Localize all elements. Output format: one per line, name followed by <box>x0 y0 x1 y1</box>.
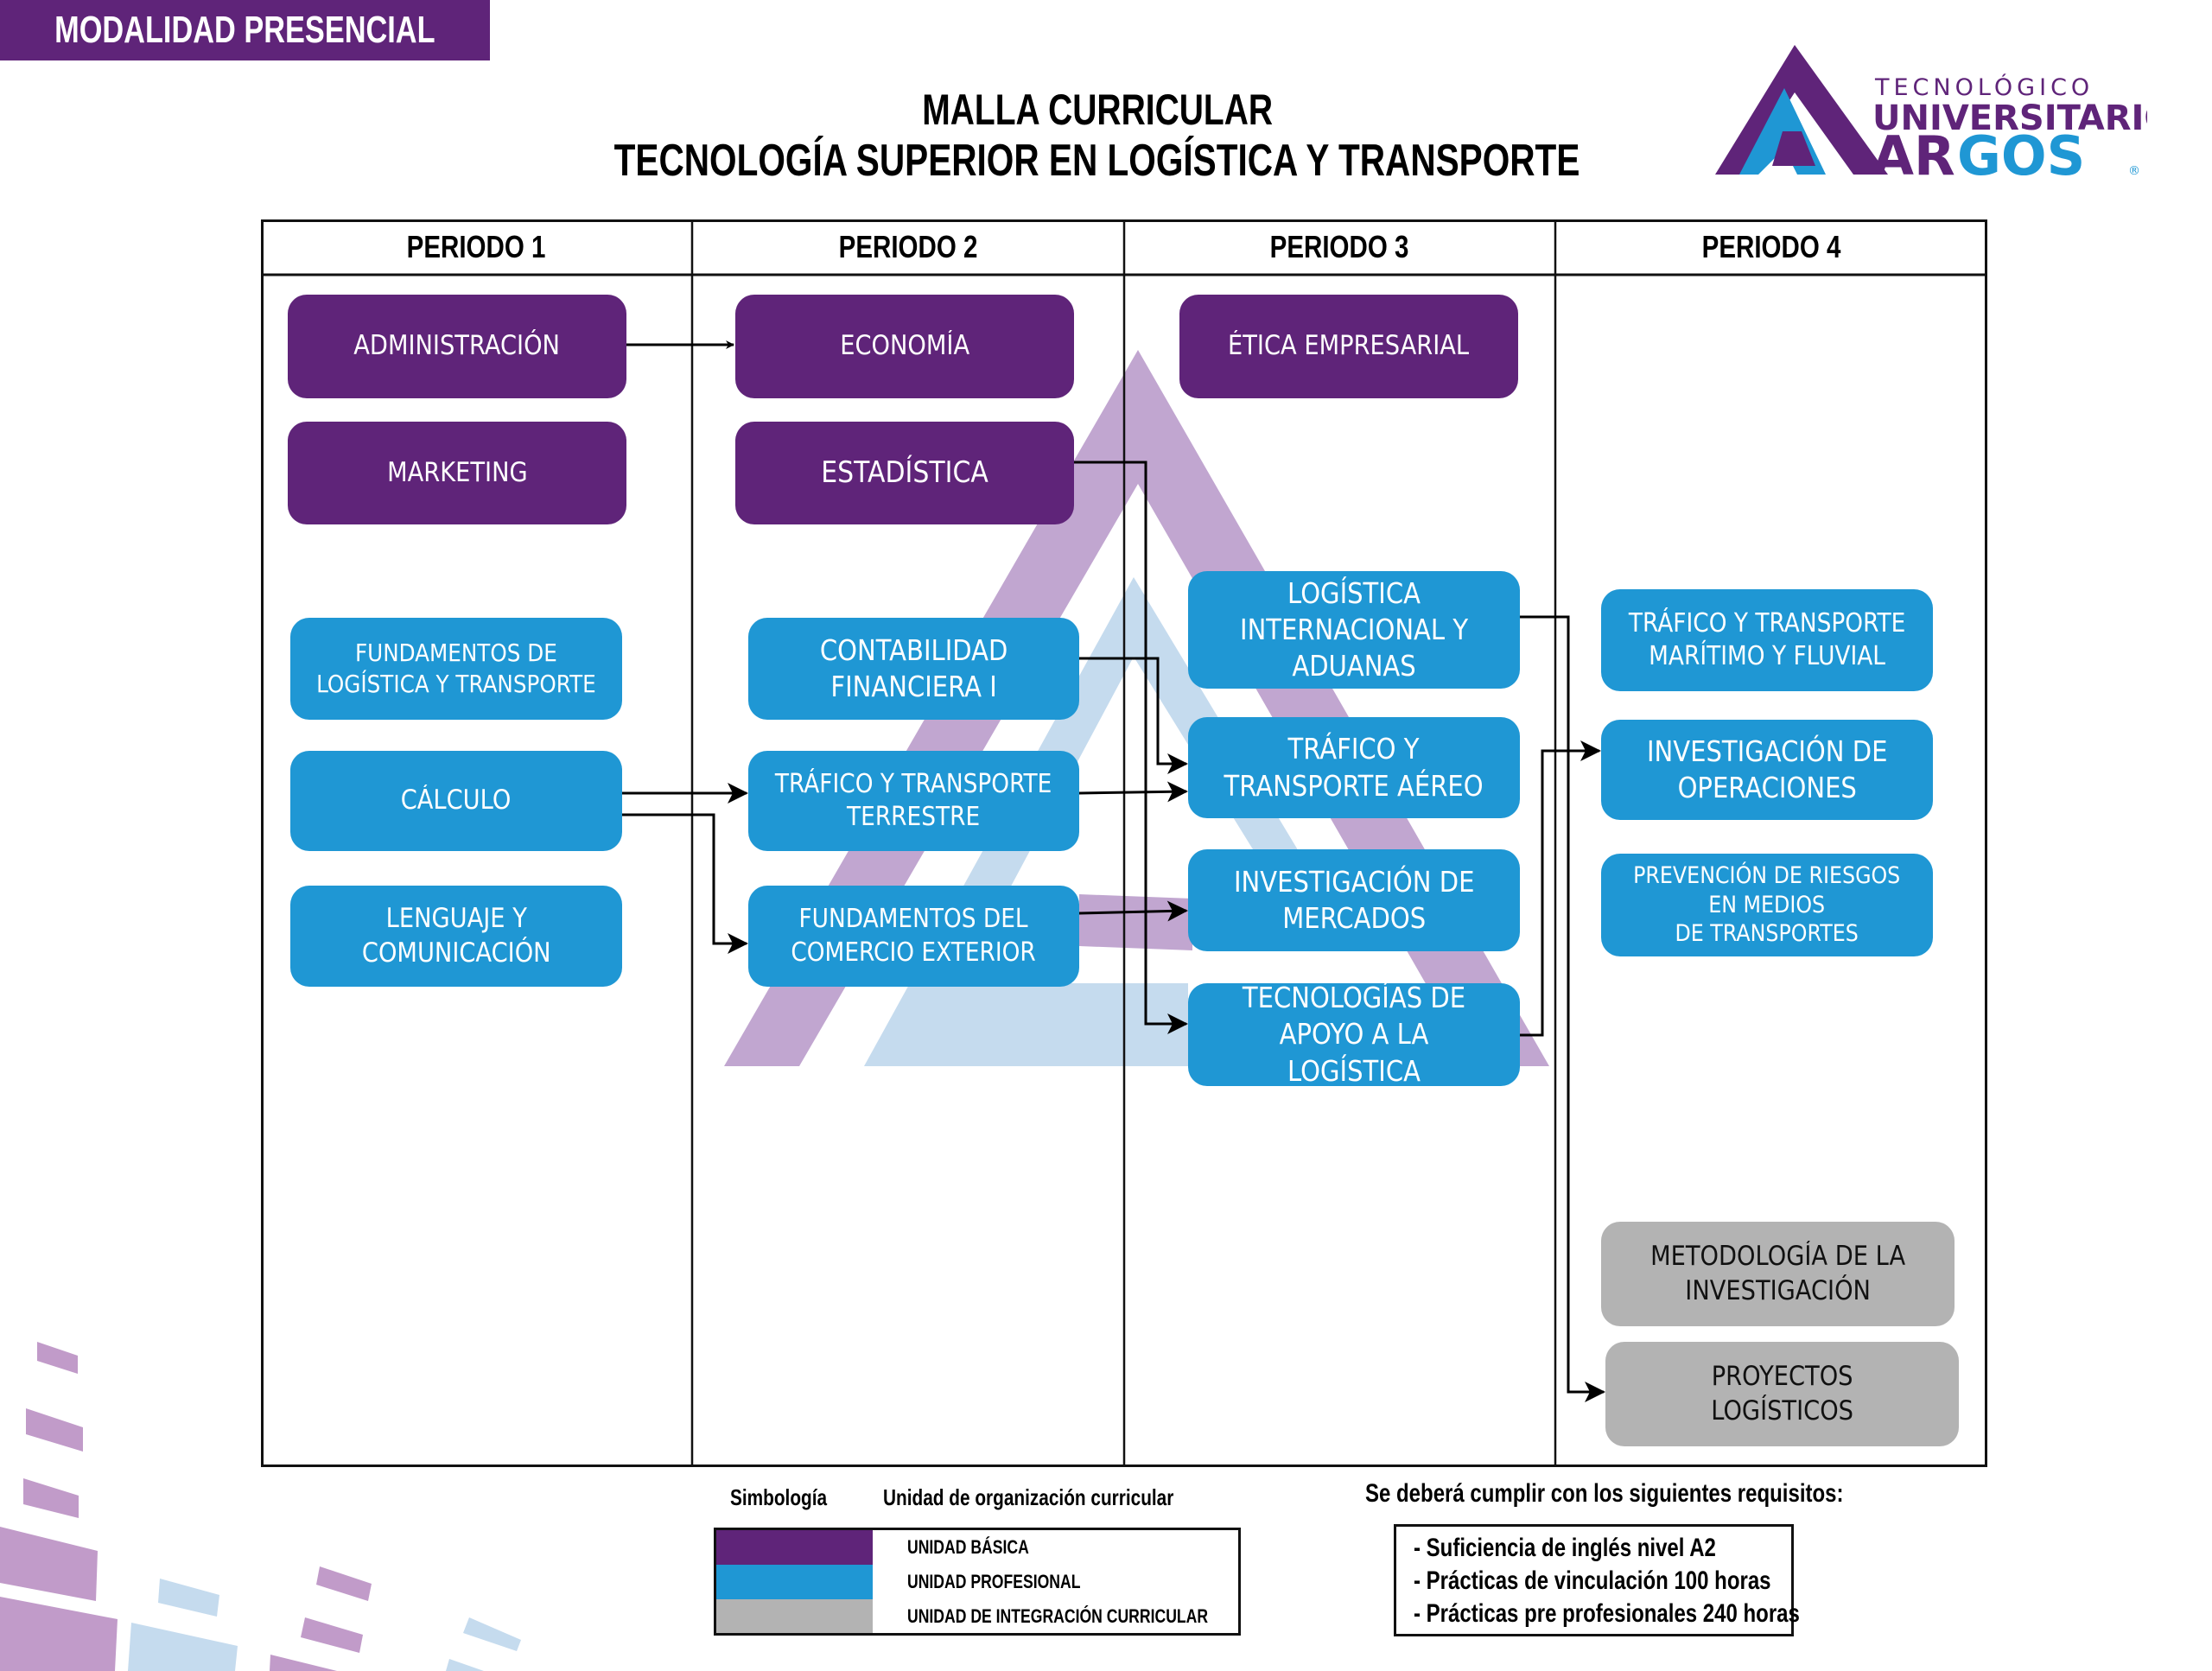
subject-label: ECONOMÍA <box>840 330 969 362</box>
subject-calculo[interactable]: CÁLCULO <box>290 751 622 851</box>
subject-label: ADMINISTRACIÓN <box>353 330 561 362</box>
logo-brand-ar: AR <box>1872 124 1955 183</box>
subject-label: ESTADÍSTICA <box>821 454 988 490</box>
requirements-title-text: Se deberá cumplir con los siguientes req… <box>1365 1479 1844 1508</box>
legend-label-basic: UNIDAD BÁSICA <box>907 1530 1059 1565</box>
period-label: PERIODO 4 <box>1701 229 1841 264</box>
requirement-text: - Prácticas de vinculación 100 horas <box>1414 1566 1771 1595</box>
subject-label: TRÁFICO Y TRANSPORTE TERRESTRE <box>775 768 1052 832</box>
subject-label: PROYECTOS LOGÍSTICOS <box>1711 1360 1853 1426</box>
subject-label: INVESTIGACIÓN DE OPERACIONES <box>1646 734 1888 804</box>
subject-marketing[interactable]: MARKETING <box>288 422 626 524</box>
subject-logistica-internacional[interactable]: LOGÍSTICA INTERNACIONAL Y ADUANAS <box>1188 571 1520 689</box>
subject-label: TECNOLOGÍAS DE APOYO A LA LOGÍSTICA <box>1242 981 1466 1088</box>
subject-estadistica[interactable]: ESTADÍSTICA <box>735 422 1074 524</box>
subject-label: PREVENCIÓN DE RIESGOS EN MEDIOS DE TRANS… <box>1633 861 1901 948</box>
argos-logo: TECNOLÓGICO UNIVERSITARIO AR GOS ® <box>1715 45 2147 183</box>
legend-label-professional: UNIDAD PROFESIONAL <box>907 1565 1124 1599</box>
requirement-text: - Prácticas pre profesionales 240 horas <box>1414 1599 1800 1628</box>
subject-label: FUNDAMENTOS DEL COMERCIO EXTERIOR <box>791 904 1037 968</box>
period-label: PERIODO 2 <box>838 229 978 264</box>
subject-label: FUNDAMENTOS DE LOGÍSTICA Y TRANSPORTE <box>316 639 596 698</box>
subject-proyectos-logisticos[interactable]: PROYECTOS LOGÍSTICOS <box>1605 1342 1959 1446</box>
subject-label: LENGUAJE Y COMUNICACIÓN <box>361 902 551 969</box>
subject-lenguaje[interactable]: LENGUAJE Y COMUNICACIÓN <box>290 886 622 987</box>
corner-tiles-decoration <box>0 1342 521 1671</box>
subject-label: LOGÍSTICA INTERNACIONAL Y ADUANAS <box>1239 575 1469 683</box>
requirement-item: - Prácticas pre profesionales 240 horas <box>1414 1598 1800 1630</box>
period-header-4: PERIODO 4 <box>1555 219 1987 275</box>
title-line-2: TECNOLOGÍA SUPERIOR EN LOGÍSTICA Y TRANS… <box>614 136 1580 186</box>
subject-trafico-terrestre[interactable]: TRÁFICO Y TRANSPORTE TERRESTRE <box>748 751 1079 851</box>
modality-banner: MODALIDAD PRESENCIAL <box>0 0 490 60</box>
subject-label: TRÁFICO Y TRANSPORTE AÉREO <box>1224 732 1484 803</box>
subject-fundamentos-logistica[interactable]: FUNDAMENTOS DE LOGÍSTICA Y TRANSPORTE <box>290 618 622 720</box>
subject-label: ÉTICA EMPRESARIAL <box>1228 330 1470 362</box>
title-line-1: MALLA CURRICULAR <box>922 86 1273 134</box>
subject-metodologia[interactable]: METODOLOGÍA DE LA INVESTIGACIÓN <box>1601 1222 1955 1326</box>
legend-symbology-text: Simbología <box>730 1484 828 1510</box>
legend-unit-label: Unidad de organización curricular <box>883 1484 1246 1511</box>
requirements-title: Se deberá cumplir con los siguientes req… <box>1365 1479 1963 1509</box>
period-label: PERIODO 3 <box>1270 229 1409 264</box>
logo-triangle-icon <box>1715 45 1888 175</box>
legend-text: UNIDAD DE INTEGRACIÓN CURRICULAR <box>907 1604 1209 1627</box>
subject-investigacion-mercados[interactable]: INVESTIGACIÓN DE MERCADOS <box>1188 849 1520 951</box>
modality-label: MODALIDAD PRESENCIAL <box>54 9 435 51</box>
logo-universitario: UNIVERSITARIO <box>1872 98 2147 138</box>
subject-tecnologias-apoyo[interactable]: TECNOLOGÍAS DE APOYO A LA LOGÍSTICA <box>1188 981 1520 1088</box>
subject-contabilidad[interactable]: CONTABILIDAD FINANCIERA I <box>748 618 1079 720</box>
period-header-2: PERIODO 2 <box>692 219 1124 275</box>
period-label: PERIODO 1 <box>407 229 546 264</box>
legend-row-integration: UNIDAD DE INTEGRACIÓN CURRICULAR <box>716 1599 1238 1633</box>
subject-trafico-aereo[interactable]: TRÁFICO Y TRANSPORTE AÉREO <box>1188 717 1520 818</box>
subject-label: MARKETING <box>386 456 528 488</box>
logo-brand-gos: GOS <box>1957 124 2085 183</box>
legend-text: UNIDAD PROFESIONAL <box>907 1571 1081 1592</box>
requirement-item: - Suficiencia de inglés nivel A2 <box>1414 1532 1791 1565</box>
legend-unit-text: Unidad de organización curricular <box>883 1484 1174 1510</box>
legend-swatch-professional <box>716 1565 873 1599</box>
subject-prevencion-riesgos[interactable]: PREVENCIÓN DE RIESGOS EN MEDIOS DE TRANS… <box>1601 854 1933 956</box>
subject-economia[interactable]: ECONOMÍA <box>735 295 1074 398</box>
legend-swatch-basic <box>716 1530 873 1565</box>
period-header-3: PERIODO 3 <box>1124 219 1555 275</box>
legend-symbology-label: Simbología <box>730 1484 851 1511</box>
legend-text: UNIDAD BÁSICA <box>907 1536 1029 1558</box>
legend-row-basic: UNIDAD BÁSICA <box>716 1530 1238 1565</box>
subject-trafico-maritimo[interactable]: TRÁFICO Y TRANSPORTE MARÍTIMO Y FLUVIAL <box>1601 589 1933 691</box>
logo-registered: ® <box>2128 164 2140 178</box>
legend-label-integration: UNIDAD DE INTEGRACIÓN CURRICULAR <box>907 1599 1283 1633</box>
page-subtitle: TECNOLOGÍA SUPERIOR EN LOGÍSTICA Y TRANS… <box>0 135 2195 187</box>
requirement-item: - Prácticas de vinculación 100 horas <box>1414 1565 1791 1598</box>
subject-etica[interactable]: ÉTICA EMPRESARIAL <box>1179 295 1518 398</box>
subject-administracion[interactable]: ADMINISTRACIÓN <box>288 295 626 398</box>
subject-label: METODOLOGÍA DE LA INVESTIGACIÓN <box>1649 1240 1905 1306</box>
subject-label: CÁLCULO <box>401 785 512 816</box>
period-header-1: PERIODO 1 <box>261 219 692 275</box>
subject-investigacion-operaciones[interactable]: INVESTIGACIÓN DE OPERACIONES <box>1601 720 1933 820</box>
subject-fundamentos-comercio[interactable]: FUNDAMENTOS DEL COMERCIO EXTERIOR <box>748 886 1079 987</box>
requirement-text: - Suficiencia de inglés nivel A2 <box>1414 1534 1716 1562</box>
legend-row-professional: UNIDAD PROFESIONAL <box>716 1565 1238 1599</box>
legend-swatch-integration <box>716 1599 873 1633</box>
legend-box: UNIDAD BÁSICA UNIDAD PROFESIONAL UNIDAD … <box>714 1528 1241 1636</box>
subject-label: CONTABILIDAD FINANCIERA I <box>819 632 1008 703</box>
logo-tecnologico: TECNOLÓGICO <box>1874 73 2094 101</box>
subject-label: INVESTIGACIÓN DE MERCADOS <box>1233 864 1475 935</box>
page-title: MALLA CURRICULAR <box>0 85 2195 135</box>
subject-label: TRÁFICO Y TRANSPORTE MARÍTIMO Y FLUVIAL <box>1628 607 1906 671</box>
requirements-box: - Suficiencia de inglés nivel A2 - Práct… <box>1394 1524 1800 1636</box>
